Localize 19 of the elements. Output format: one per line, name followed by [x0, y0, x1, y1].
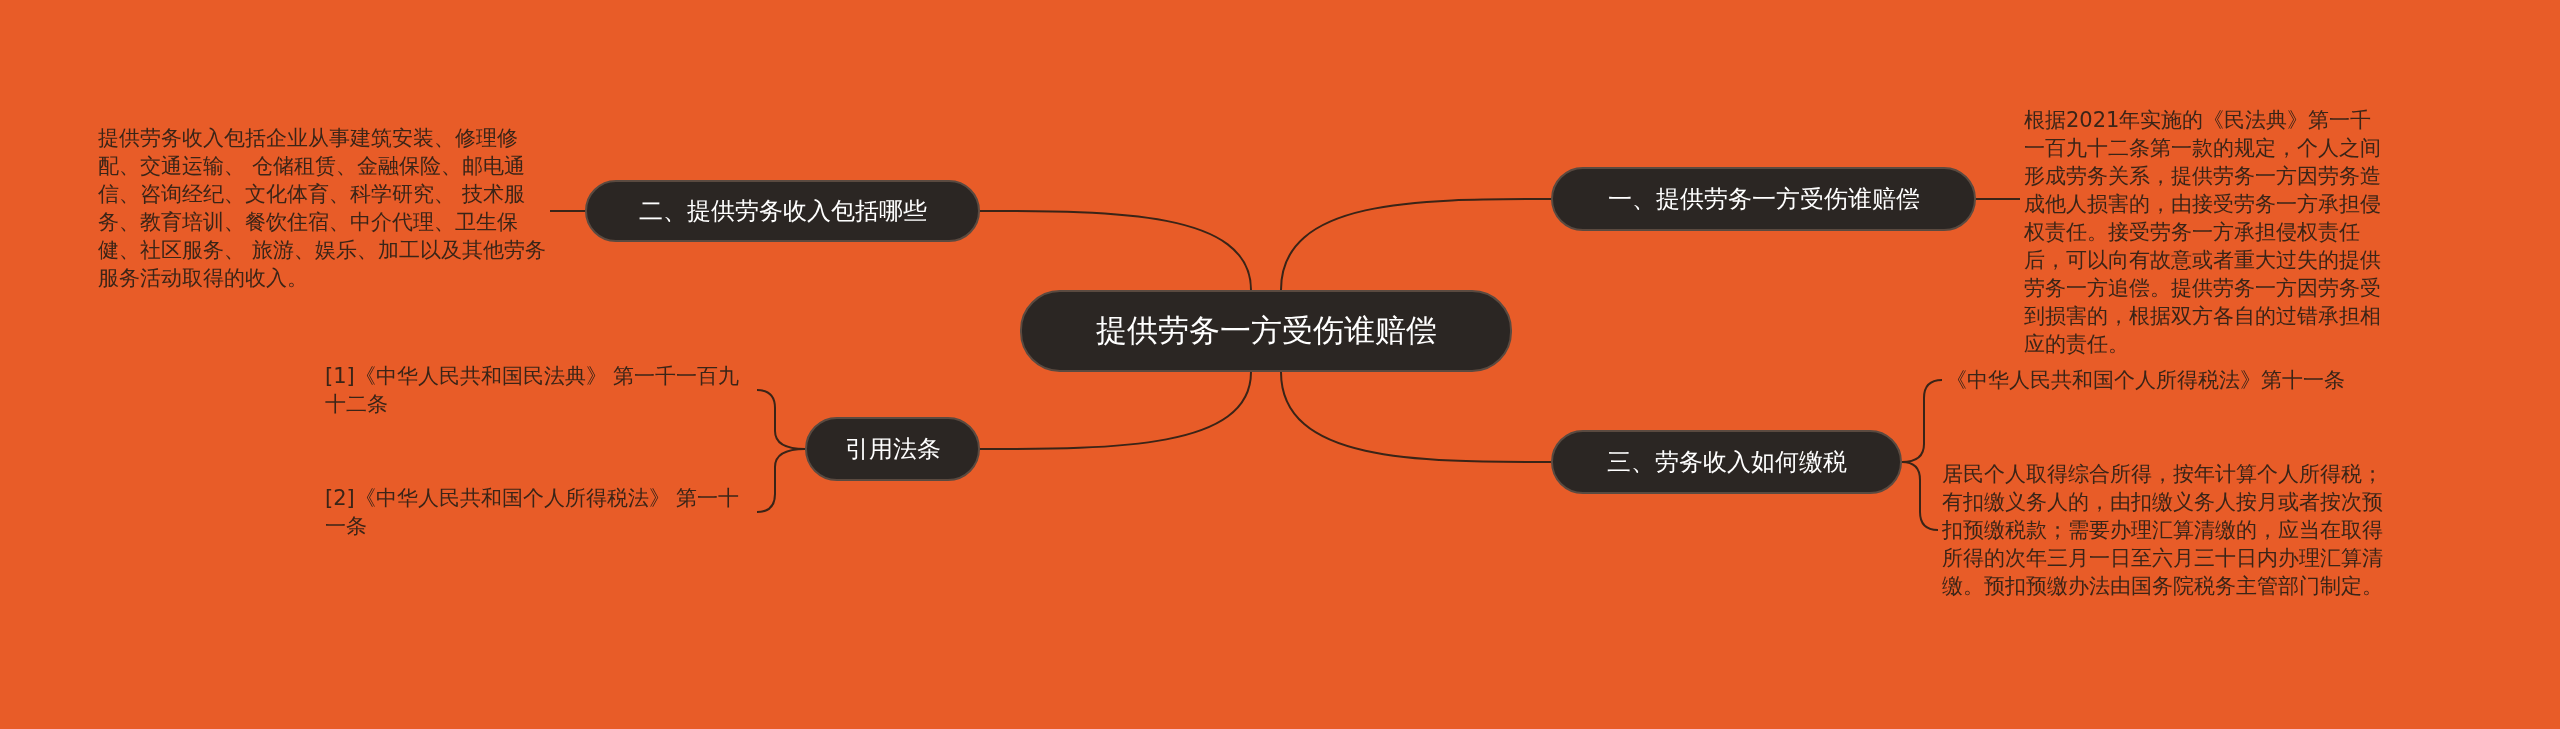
branch-topic: 一、提供劳务一方受伤谁赔偿 [1551, 167, 1976, 231]
connector-line [549, 210, 586, 212]
reference-text: [2]《中华人民共和国个人所得税法》 第一十一条 [325, 485, 741, 540]
central-topic: 提供劳务一方受伤谁赔偿 [1020, 290, 1512, 372]
branch-topic: 三、劳务收入如何缴税 [1551, 430, 1902, 494]
connector-line [1901, 461, 1939, 531]
reference-text: 《中华人民共和国个人所得税法》第十一条 [1946, 367, 2346, 394]
connector-line [979, 371, 1252, 450]
connector-line [1280, 371, 1552, 463]
connector-line [756, 448, 806, 513]
connector-line [1280, 198, 1552, 291]
description-text: 居民个人取得综合所得，按年计算个人所得税；有扣缴义务人的，由扣缴义务人按月或者按次预扣预缴税款；需要办理汇算清缴的，应当在取得所得的次年三月一日至六月三十日内办理汇算清缴。预扣预缴办法由国务院税务主管部门制定。 [1942, 461, 2384, 600]
branch-topic: 二、提供劳务收入包括哪些 [585, 180, 980, 242]
description-text: 提供劳务收入包括企业从事建筑安装、修理修配、交通运输、 仓储租赁、金融保险、邮电通信、咨询经纪、文化体育、科学研究、 技术服务、教育培训、餐饮住宿、中介代理、卫生保健、社区服务、 旅游、娱乐、加工以及其他劳务服务活动取得的收入。 [98, 125, 546, 292]
connector-line [979, 210, 1252, 291]
description-text: 根据2021年实施的《民法典》第一千一百九十二条第一款的规定，个人之间形成劳务关系，提供劳务一方因劳务造成他人损害的，由接受劳务一方承担侵权责任。接受劳务一方承担侵权责任后，可以向有故意或者重大过失的提供劳务一方追偿。提供劳务一方因劳务受到损害的，根据双方各自的过错承担相应的责任。 [2024, 107, 2382, 358]
reference-text: [1]《中华人民共和国民法典》 第一千一百九十二条 [325, 363, 741, 418]
connector-line [1975, 198, 2021, 200]
branch-topic: 引用法条 [805, 417, 980, 481]
